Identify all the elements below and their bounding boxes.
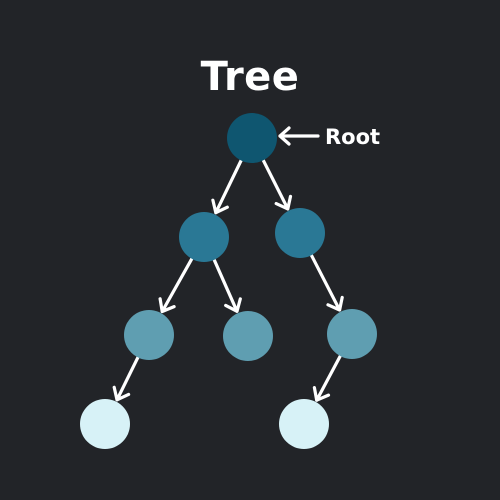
tree-node-n5 <box>327 309 377 359</box>
nodes-layer <box>80 113 377 449</box>
root-pointer: Root <box>278 125 380 149</box>
tree-node-n3 <box>124 310 174 360</box>
diagram-title: Tree <box>200 54 300 100</box>
edge-arrow-n3-to-n6 <box>112 355 140 402</box>
edge-arrow-n5-to-n7 <box>312 354 342 402</box>
tree-node-n6 <box>80 399 130 449</box>
edge-arrow-n2-to-n5 <box>309 253 344 312</box>
edge-arrow-root-to-n1 <box>211 158 243 215</box>
edges-layer <box>112 158 344 402</box>
tree-node-n2 <box>275 208 325 258</box>
edge-arrow-n1-to-n3 <box>158 257 194 314</box>
tree-node-n1 <box>179 212 229 262</box>
root-pointer-arrow <box>278 126 320 146</box>
tree-node-root <box>227 113 277 163</box>
edge-arrow-n1-to-n4 <box>212 258 242 313</box>
root-label: Root <box>325 125 380 149</box>
tree-node-n7 <box>279 399 329 449</box>
tree-node-n4 <box>223 311 273 361</box>
edge-arrow-root-to-n2 <box>261 158 293 211</box>
